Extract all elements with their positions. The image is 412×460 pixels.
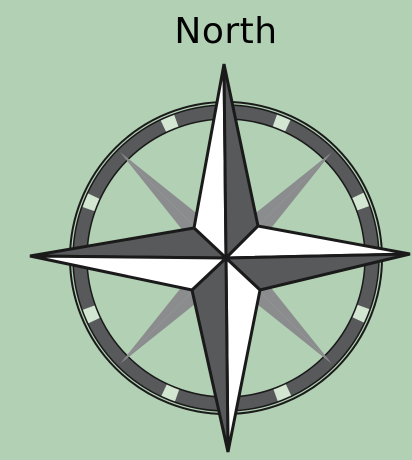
south-point-dark bbox=[192, 258, 228, 452]
north-point-light bbox=[194, 64, 226, 258]
south-point-light bbox=[226, 258, 260, 452]
west-point-dark bbox=[30, 228, 226, 258]
west-point-light bbox=[30, 256, 226, 290]
north-point-dark bbox=[224, 64, 258, 258]
cardinal-points bbox=[30, 64, 410, 452]
